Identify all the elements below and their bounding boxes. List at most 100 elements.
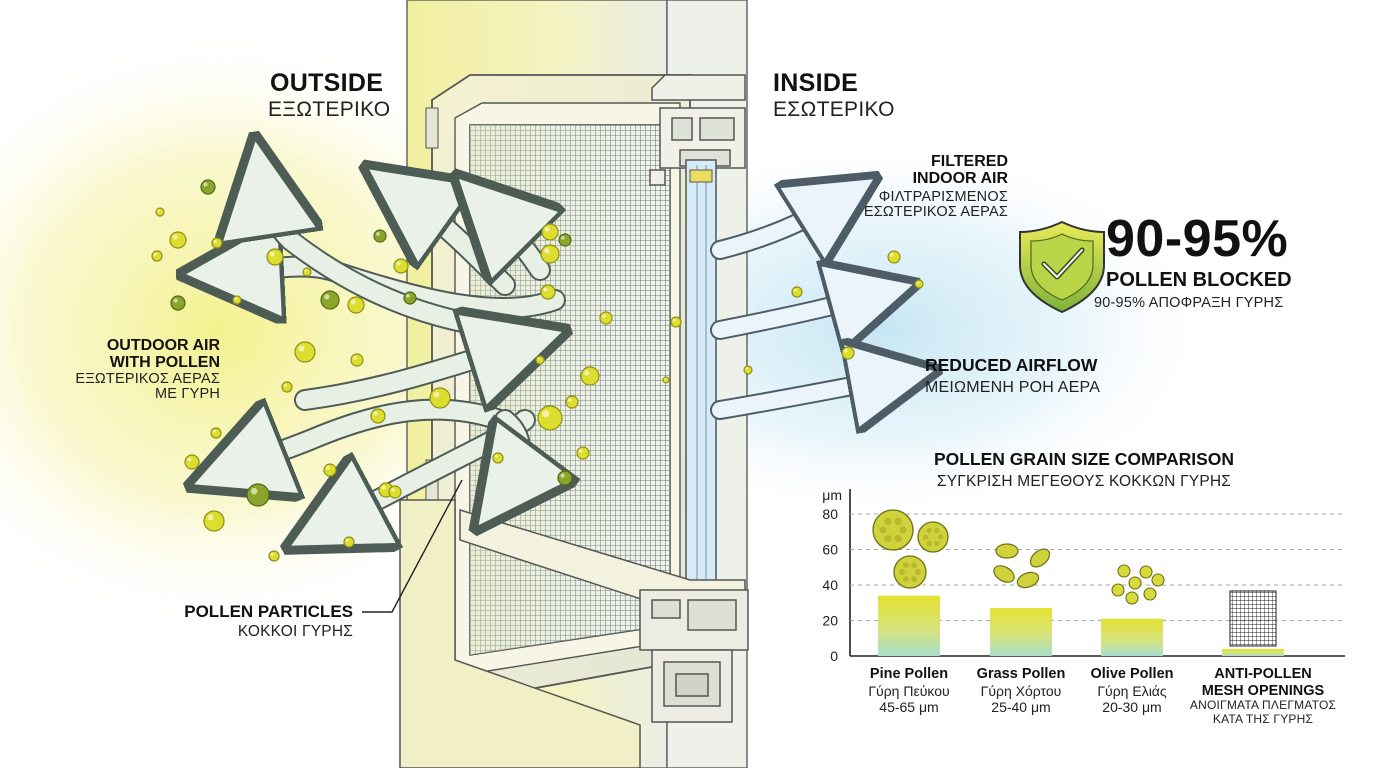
pollen-grain [266,248,284,266]
pollen-texture [884,535,892,543]
pollen-grain [320,290,340,310]
y-tick-label: 40 [822,577,838,593]
pollen-grain [170,295,186,311]
pollen-grain-illustration [893,555,927,589]
grass-pollen-grain [995,543,1019,559]
y-axis-unit: μm [822,487,842,503]
top-frame-profile [649,74,746,186]
pollen-highlight [376,232,380,236]
category-mesh-en-1: ANTI-POLLEN [1214,666,1312,682]
pollen-grain [743,365,753,375]
pollen-grain [281,381,293,393]
chart-subtitle: ΣΥΓΚΡΙΣΗ ΜΕΓΕΘΟΥΣ ΚΟΚΚΩΝ ΓΥΡΗΣ [936,473,1232,490]
olive-pollen-grain [1151,573,1165,587]
filtered-gr-1: ΦΙΛΤΡΑΡΙΣΜΕΝΟΣ [878,188,1008,205]
pollen-highlight [745,367,748,370]
pollen-highlight [304,269,307,272]
pollen-grain [294,341,316,363]
pollen-particles-gr: ΚΟΚΚΟΙ ΓΥΡΗΣ [237,622,353,640]
pollen-highlight [212,429,216,433]
pollen-grain [540,244,560,264]
pollen-grain-illustration [872,509,914,551]
olive-pollen-grain [1139,565,1153,579]
pollen-grain [155,207,165,217]
outdoor-air-label: OUTDOOR AIR WITH POLLEN ΕΞΩΤΕΡΙΚΟΣ ΑΕΡΑΣ… [60,337,220,402]
outside-label-gr: ΕΞΩΤΕΡΙΚΟ [268,98,391,121]
chart-title: POLLEN GRAIN SIZE COMPARISON [933,449,1235,469]
pollen-grain [558,233,572,247]
pollen-highlight [584,370,590,376]
pollen-texture [922,534,929,540]
shield-check-icon [1019,220,1105,314]
pollen-highlight [544,226,550,232]
pollen-grain [914,279,924,289]
pollen-highlight [560,473,565,478]
pollen-grain [169,231,187,249]
pollen-highlight [172,234,178,240]
pollen-highlight [494,454,498,458]
inside-label-gr: ΕΣΩΤΕΡΙΚΟ [773,98,895,121]
pollen-highlight [543,287,548,292]
outdoor-airflow-arrows [230,185,555,525]
pollen-texture [937,534,944,540]
olive-pollen-grain [1128,576,1142,590]
outdoor-air-en-2: WITH POLLEN [109,353,220,371]
pollen-grain [232,295,242,305]
pollen-highlight [203,182,208,187]
category-label-grass: Grass Pollen Γύρη Χόρτου 25-40 μm [946,666,1096,715]
category-label-mesh: ANTI-POLLEN MESH OPENINGS ΑΝΟΙΓΜΑΤΑ ΠΛΕΓ… [1178,666,1348,727]
reduced-airflow-label: REDUCED AIRFLOW [925,355,1098,375]
pollen-grain [403,291,417,305]
pollen-highlight [153,252,157,256]
category-olive-gr: Γύρη Ελιάς [1097,682,1167,699]
olive-pollen-grain [1111,583,1125,597]
pollen-highlight [391,488,395,492]
pollen-texture [911,562,917,568]
pollen-highlight [433,391,440,398]
pollen-grain [210,427,222,439]
pollen-grain [323,463,337,477]
outdoor-air-en-1: OUTDOOR AIR [106,337,220,354]
filtered-gr-2: ΕΣΩΤΕΡΙΚΟΣ ΑΕΡΑΣ [863,203,1008,220]
y-tick-label: 80 [822,506,838,522]
pollen-highlight [537,357,540,360]
pollen-particles-en: POLLEN PARTICLES [184,602,353,621]
pollen-highlight [579,449,583,453]
pollen-highlight [672,318,676,322]
pollen-texture [903,576,909,582]
pollen-texture [926,540,932,547]
indoor-arrow [712,378,895,410]
filtered-air-label: FILTERED INDOOR AIR ΦΙΛΤΡΑΡΙΣΜΕΝΟΣ ΕΣΩΤΕ… [850,153,1008,220]
pollen-grain [537,405,563,431]
pollen-texture [894,535,902,543]
category-pine-en: Pine Pollen [869,666,949,682]
category-mesh-gr-1: ΑΝΟΙΓΜΑΤΑ ΠΛΕΓΜΑΤΟΣ [1189,698,1337,713]
outdoor-air-gr-1: ΕΞΩΤΕΡΙΚΟΣ ΑΕΡΑΣ [75,370,220,387]
bar-3 [1222,648,1284,656]
blocked-percentage: 90-95% [1106,210,1289,268]
pollen-grain [343,536,355,548]
pollen-grain [302,267,312,277]
pollen-grain [429,387,451,409]
indoor-arrow [712,295,875,330]
pollen-grain-illustration [917,521,949,553]
y-tick-label: 20 [822,613,838,629]
pollen-grain [347,296,365,314]
pollen-particles-label: POLLEN PARTICLES ΚΟΚΚΟΙ ΓΥΡΗΣ [150,603,353,640]
pollen-grain [211,237,223,249]
pollen-highlight [844,349,848,353]
indoor-arrow [712,200,840,250]
pollen-highlight [544,248,550,254]
pollen-texture [934,540,940,547]
pollen-highlight [298,345,305,352]
y-tick-label: 60 [822,542,838,558]
grass-pollen-grain [993,565,1015,583]
pollen-grain [841,346,855,360]
pollen-grain [492,452,504,464]
pollen-grain [203,510,225,532]
pollen-highlight [187,457,192,462]
category-grass-gr: Γύρη Χόρτου [980,682,1062,699]
pollen-grain [576,446,590,460]
category-grass-en: Grass Pollen [976,666,1066,682]
pollen-texture [915,569,921,575]
